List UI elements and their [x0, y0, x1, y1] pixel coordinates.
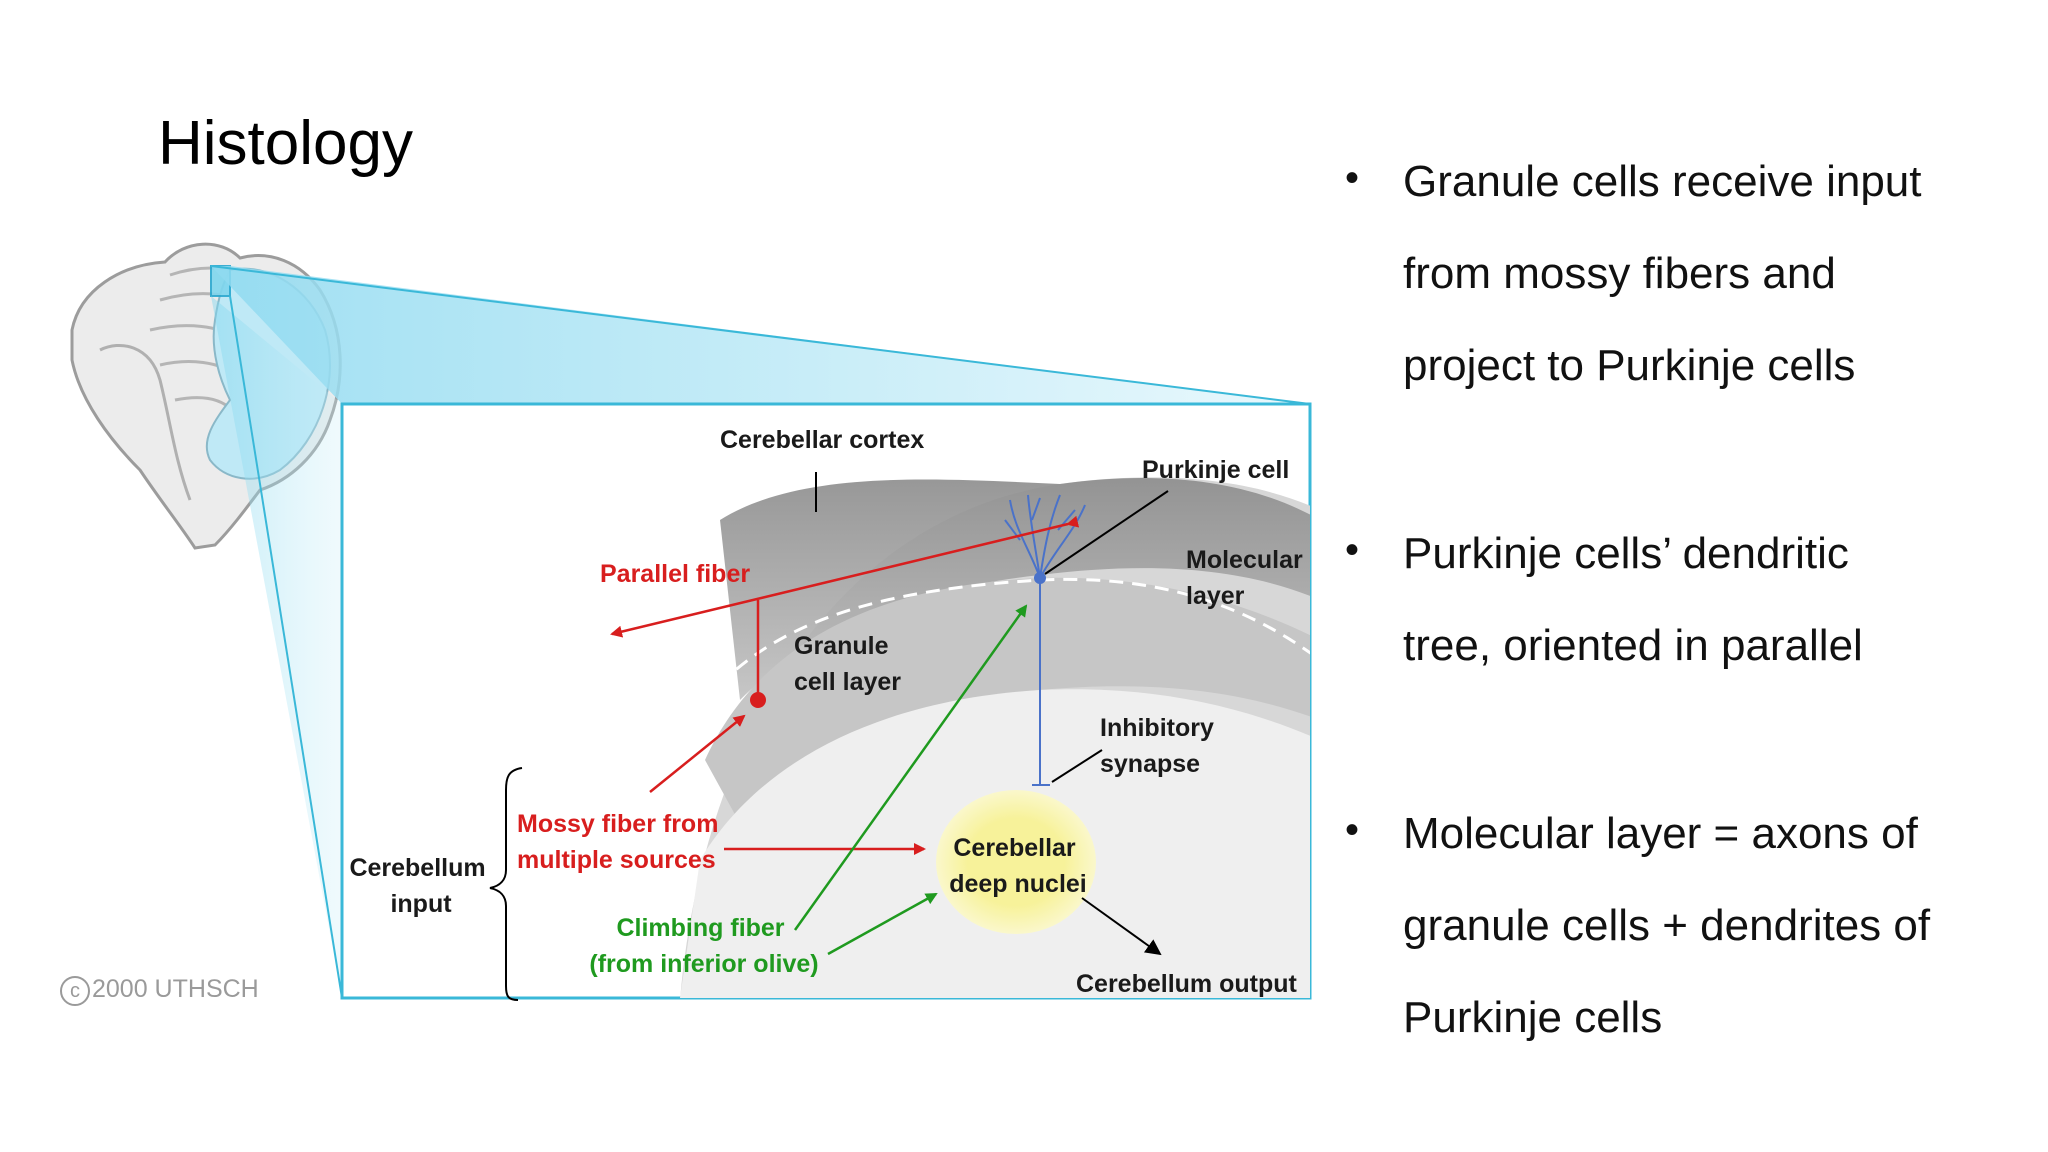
bullet-line: Molecular layer = axons of — [1403, 809, 1918, 858]
label-purkinje-cell: Purkinje cell — [1142, 456, 1289, 484]
label-cerebellum-output: Cerebellum output — [1076, 970, 1298, 998]
copyright-symbol: c — [60, 976, 90, 1006]
bullet-line: Purkinje cells’ dendritic — [1403, 529, 1849, 578]
bullet-icon: • — [1345, 156, 1360, 200]
bullet-icon: • — [1345, 528, 1360, 572]
bullet-line: from mossy fibers and — [1403, 249, 1836, 298]
label-climbing-fiber: Climbing fiber (from inferior olive) — [589, 914, 818, 978]
cerebellum-histology-diagram: Cerebellar cortex Purkinje cell Molecula… — [70, 242, 1312, 1001]
bullet-line: project to Purkinje cells — [1403, 341, 1856, 390]
granule-cell-dot — [750, 692, 766, 708]
input-brace — [489, 767, 523, 1001]
bullet-line: Granule cells receive input — [1403, 157, 1922, 206]
label-inhibitory-synapse: Inhibitory synapse — [1100, 714, 1221, 778]
copyright-text: 2000 UTHSCH — [92, 975, 259, 1003]
bullet-line: Purkinje cells — [1403, 993, 1663, 1042]
label-deep-nuclei: Cerebellar deep nuclei — [949, 834, 1087, 898]
slide-title: Histology — [158, 109, 413, 178]
output-arrow — [1081, 897, 1162, 956]
label-granule-cell-layer: Granule cell layer — [794, 632, 901, 696]
label-cerebellar-cortex: Cerebellar cortex — [720, 426, 924, 454]
deep-nuclei — [936, 790, 1096, 934]
climbing-fiber-arrow — [793, 604, 1028, 931]
label-molecular-layer: Molecular layer — [1186, 546, 1310, 610]
label-mossy-fiber: Mossy fiber from multiple sources — [517, 810, 725, 874]
label-parallel-fiber: Parallel fiber — [600, 560, 750, 588]
bullet-icon: • — [1345, 808, 1360, 852]
bullet-line: granule cells + dendrites of — [1403, 901, 1931, 950]
bullet-line: tree, oriented in parallel — [1403, 621, 1863, 670]
label-cerebellum-input: Cerebellum input — [349, 854, 492, 918]
parallel-fiber-arrow — [610, 515, 1080, 638]
